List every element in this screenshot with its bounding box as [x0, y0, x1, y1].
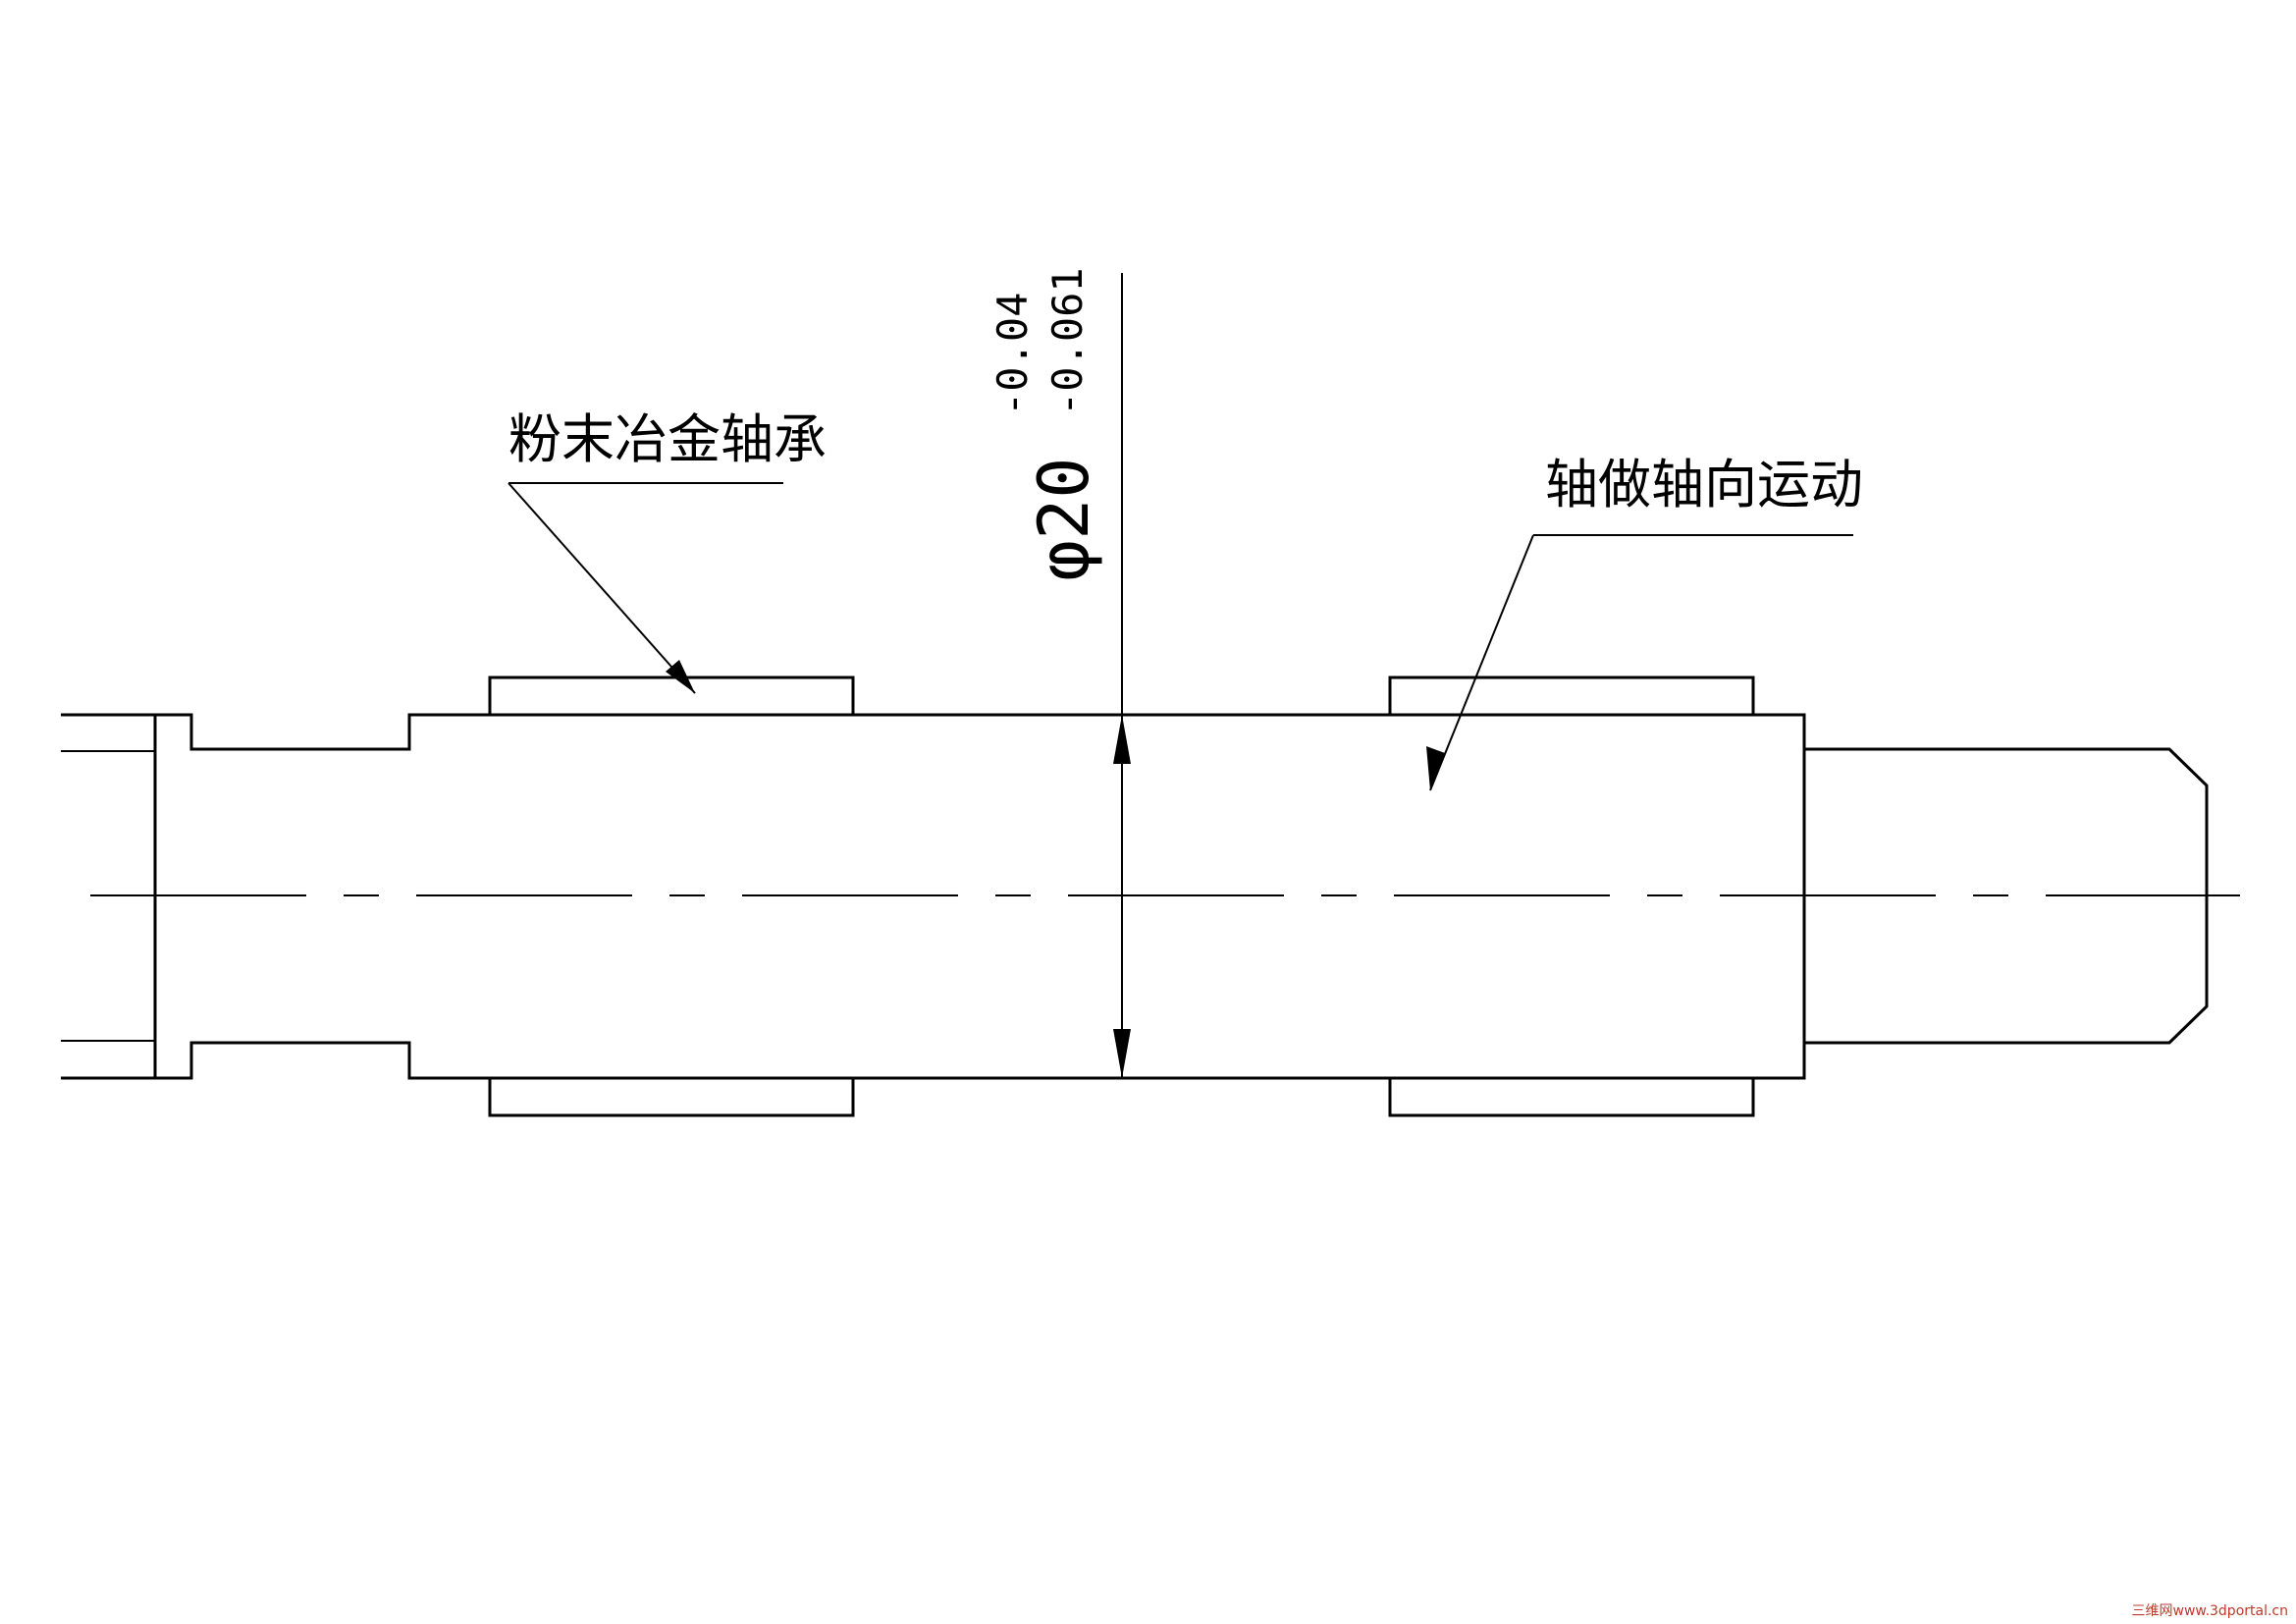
dimension-upper-deviation: -0.04 — [988, 293, 1037, 416]
dimension-lower-deviation: -0.061 — [1043, 267, 1092, 416]
callout-bearing: 粉末冶金轴承 — [507, 408, 827, 694]
callout-bearing-arrow — [666, 660, 695, 693]
bearing-left-bottom-section — [488, 1076, 855, 1117]
bearing-right — [1388, 676, 1755, 1117]
callout-motion-leader — [1429, 534, 1534, 791]
bearing-left-top-section — [488, 676, 855, 717]
dimension-symbol: φ — [1024, 540, 1104, 581]
dimension-nominal: φ20 — [1024, 458, 1104, 581]
dimension-text-group: φ20 -0.04 -0.061 — [988, 267, 1104, 581]
bearing-right-top-section — [1388, 676, 1755, 717]
dimension-nominal-value: 20 — [1024, 458, 1104, 540]
callout-motion-arrow — [1426, 746, 1445, 790]
dimension-arrow-bottom — [1113, 1029, 1131, 1078]
dimension-arrow-top — [1113, 715, 1131, 764]
bearing-left — [488, 676, 855, 1117]
bearing-right-bottom-section — [1388, 1076, 1755, 1117]
watermark-text: 三维网www.3dportal.cn — [2131, 1603, 2289, 1619]
callout-bearing-leader — [507, 482, 696, 694]
callout-bearing-label: 粉末冶金轴承 — [508, 408, 827, 470]
callout-motion: 轴做轴向运动 — [1426, 454, 1863, 791]
diameter-dimension: φ20 -0.04 -0.061 — [988, 267, 1131, 1078]
callout-motion-label: 轴做轴向运动 — [1545, 454, 1863, 515]
